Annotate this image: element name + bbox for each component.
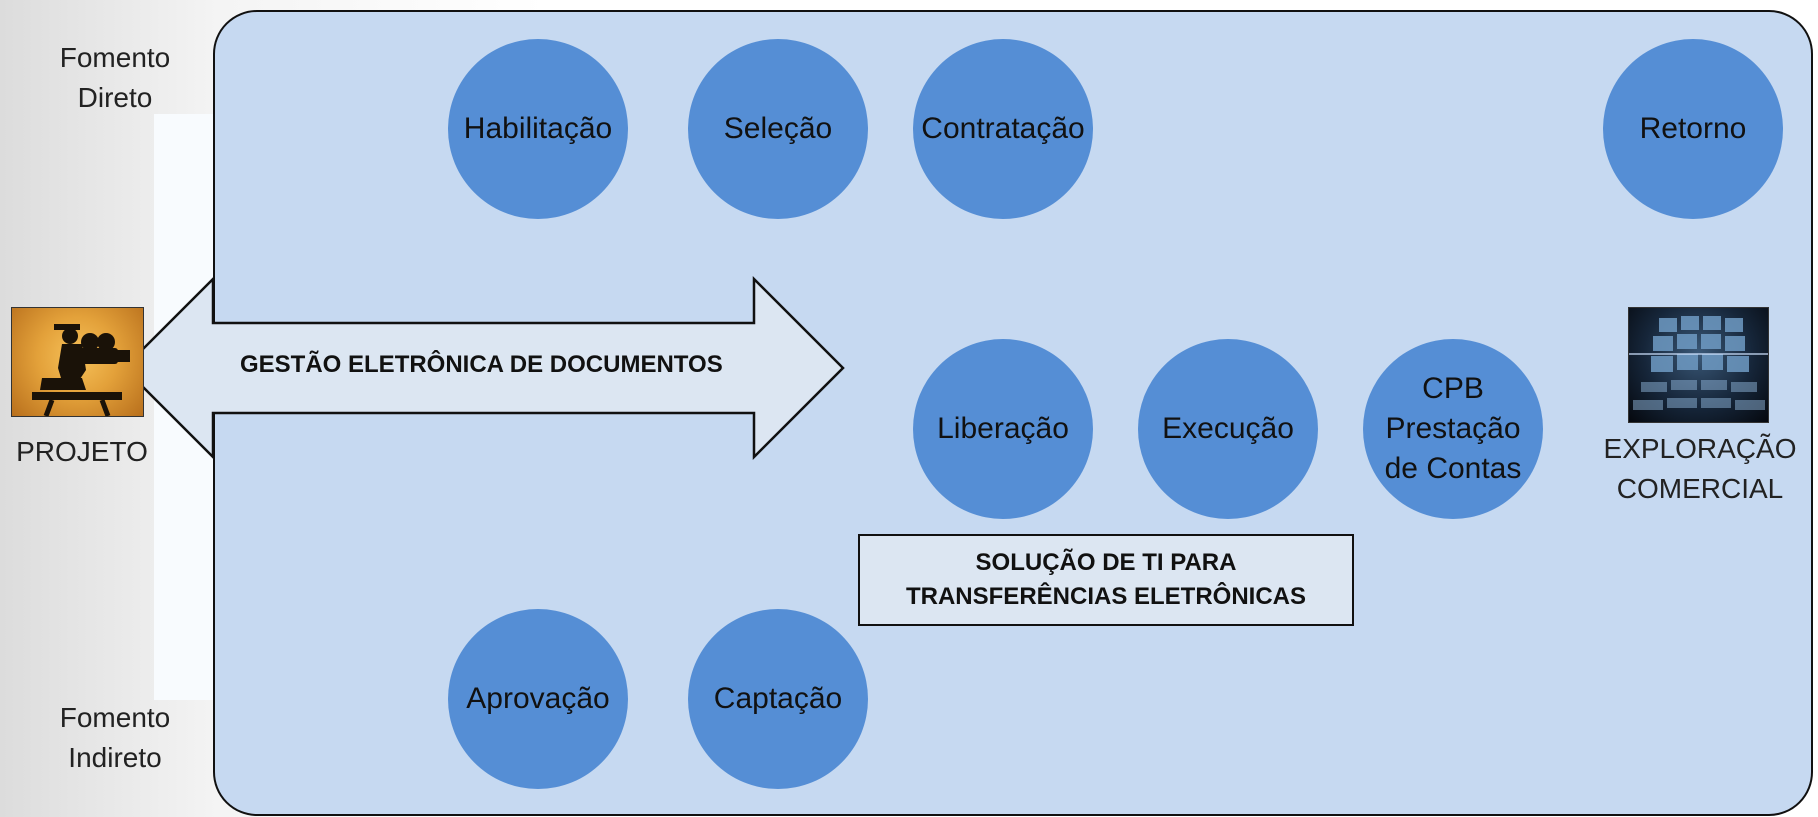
fomento-indireto-line1: Fomento (59, 702, 171, 733)
stage-selecao: Seleção (688, 39, 868, 219)
stage-retorno-label: Retorno (1639, 112, 1747, 145)
stage-captacao-label: Captação (713, 682, 843, 715)
stage-contratacao: Contratação (913, 39, 1093, 219)
it-solution-line2: TRANSFERÊNCIAS ELETRÔNICAS (905, 583, 1307, 610)
exploracao-line2: COMERCIAL (1616, 473, 1784, 504)
it-solution-box: SOLUÇÃO DE TI PARA TRANSFERÊNCIAS ELETRÔ… (858, 534, 1354, 626)
stage-aprovacao-label: Aprovação (466, 682, 610, 715)
fomento-indireto-line2: Indireto (68, 742, 162, 773)
fomento-direto-line2: Direto (77, 82, 153, 113)
video-wall-icon (1628, 307, 1769, 423)
stage-retorno: Retorno (1603, 39, 1783, 219)
fomento-indireto-label: Fomento Indireto (40, 698, 190, 778)
fomento-direto-label: Fomento Direto (40, 38, 190, 118)
stage-execucao: Execução (1138, 339, 1318, 519)
it-solution-line1: SOLUÇÃO DE TI PARA (975, 549, 1237, 576)
projeto-label: PROJETO (16, 436, 148, 467)
document-management-arrow (122, 275, 845, 461)
film-camera-operator-icon (11, 307, 144, 417)
stage-contratacao-label: Contratação (921, 112, 1085, 145)
stage-cpb-line1: CPB (1422, 372, 1484, 405)
exploracao-comercial-label: EXPLORAÇÃO COMERCIAL (1592, 429, 1808, 509)
stage-liberacao-label: Liberação (937, 412, 1069, 445)
stage-cpb-line2: Prestação (1385, 412, 1521, 445)
stage-execucao-label: Execução (1162, 412, 1294, 445)
stage-liberacao: Liberação (913, 339, 1093, 519)
stage-aprovacao: Aprovação (448, 609, 628, 789)
exploracao-line1: EXPLORAÇÃO (1603, 433, 1797, 464)
stage-cpb-prestacao-de-contas: CPB Prestação de Contas (1363, 339, 1543, 519)
stage-habilitacao: Habilitação (448, 39, 628, 219)
stage-captacao: Captação (688, 609, 868, 789)
stage-cpb-line3: de Contas (1384, 452, 1522, 485)
document-management-label: GESTÃO ELETRÔNICA DE DOCUMENTOS (240, 351, 723, 378)
stage-habilitacao-label: Habilitação (463, 112, 613, 145)
stage-selecao-label: Seleção (723, 112, 833, 145)
fomento-direto-line1: Fomento (59, 42, 171, 73)
